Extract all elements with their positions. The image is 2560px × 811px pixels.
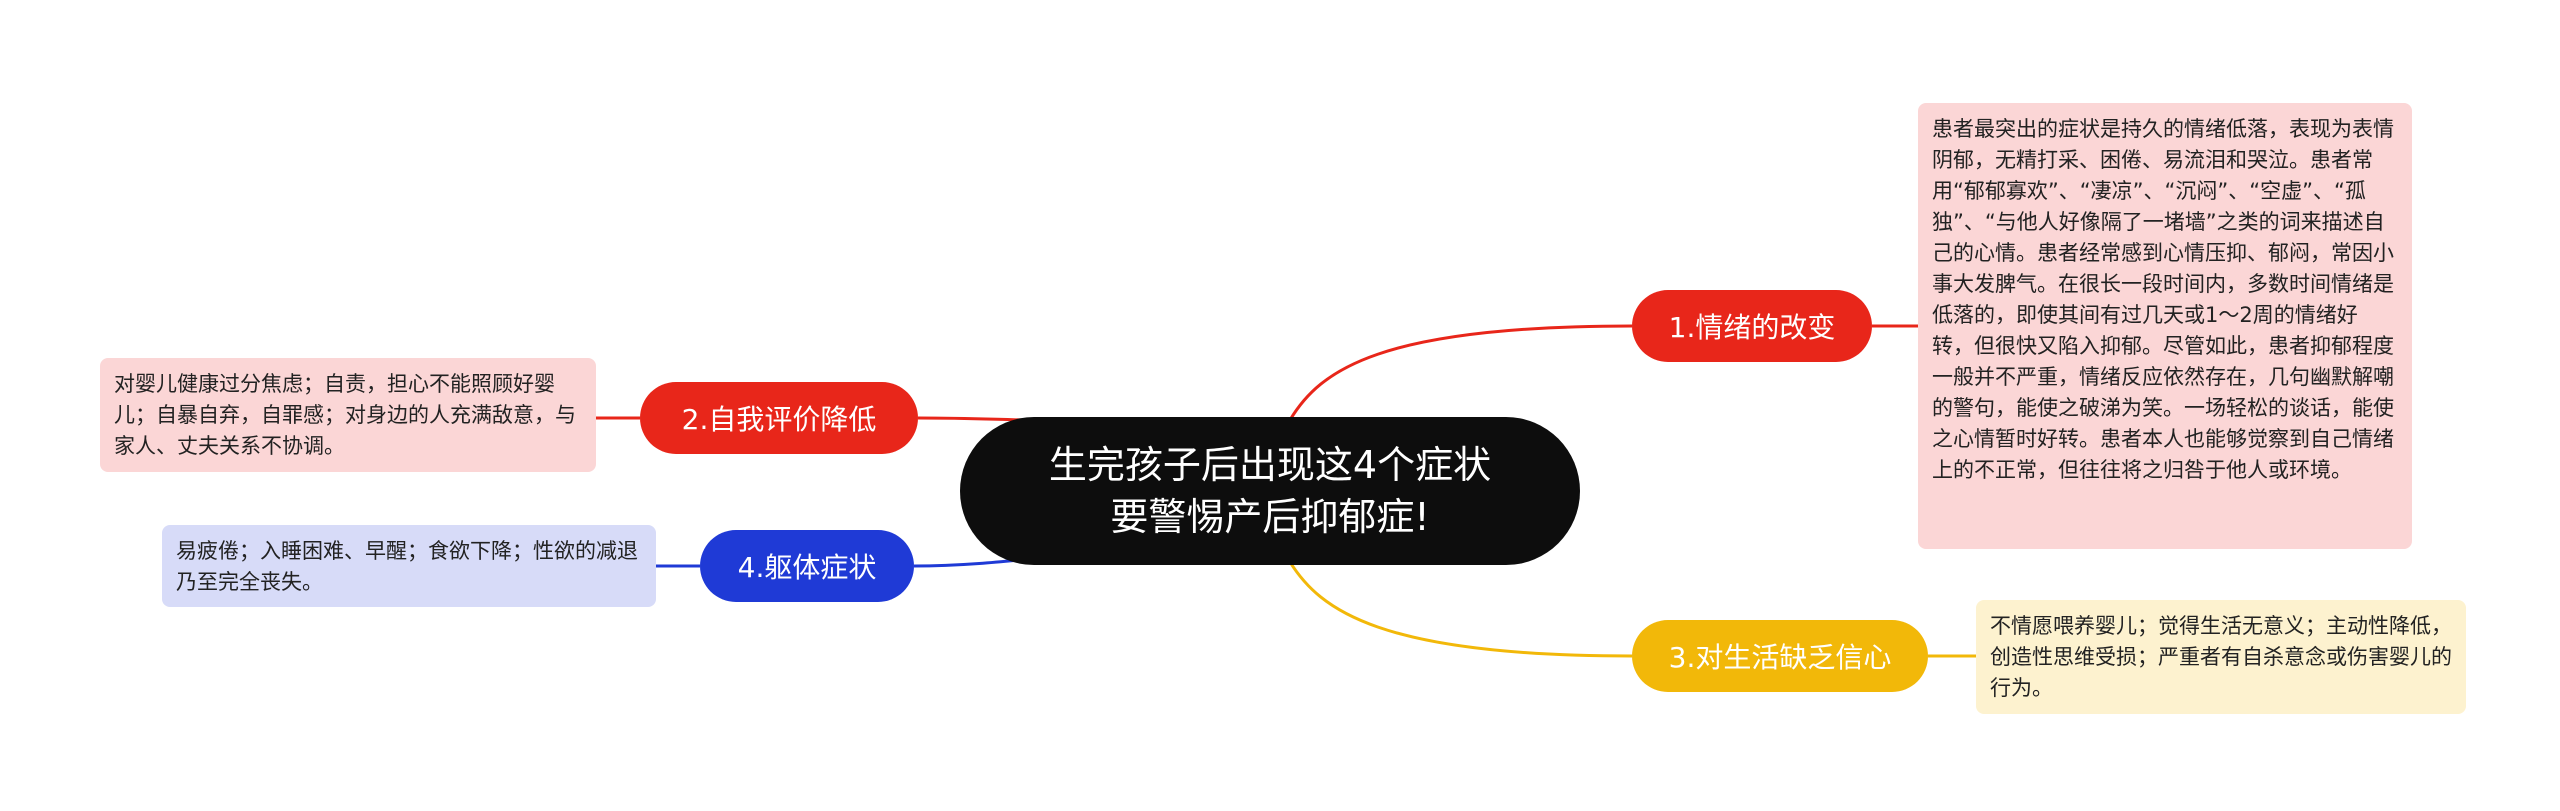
detail-lack-of-confidence[interactable]: 不情愿喂养婴儿；觉得生活无意义；主动性降低，创造性思维受损；严重者有自杀意念或伤… bbox=[1976, 600, 2466, 714]
branch-self-esteem-decline[interactable]: 2.自我评价降低 bbox=[640, 382, 918, 454]
root-title-line-2: 要警惕产后抑郁症! bbox=[1110, 495, 1430, 539]
detail-physical-symptoms[interactable]: 易疲倦；入睡困难、早醒；食欲下降；性欲的减退乃至完全丧失。 bbox=[162, 525, 656, 607]
branch-emotion-change[interactable]: 1.情绪的改变 bbox=[1632, 290, 1872, 362]
connector-root-branch-1 bbox=[1288, 324, 1633, 421]
root-title-line-1: 生完孩子后出现这4个症状 bbox=[1048, 443, 1492, 487]
detail-emotion-change[interactable]: 患者最突出的症状是持久的情绪低落，表现为表情阴郁，无精打采、困倦、易流泪和哭泣。… bbox=[1918, 103, 2412, 549]
root-topic[interactable]: 生完孩子后出现这4个症状 要警惕产后抑郁症! bbox=[960, 417, 1580, 565]
branch-lack-of-confidence[interactable]: 3.对生活缺乏信心 bbox=[1632, 620, 1928, 692]
detail-self-esteem-decline[interactable]: 对婴儿健康过分焦虑；自责，担心不能照顾好婴儿；自暴自弃，自罪感；对身边的人充满敌… bbox=[100, 358, 596, 472]
connector-root-branch-3 bbox=[1288, 561, 1633, 658]
branch-physical-symptoms[interactable]: 4.躯体症状 bbox=[700, 530, 914, 602]
